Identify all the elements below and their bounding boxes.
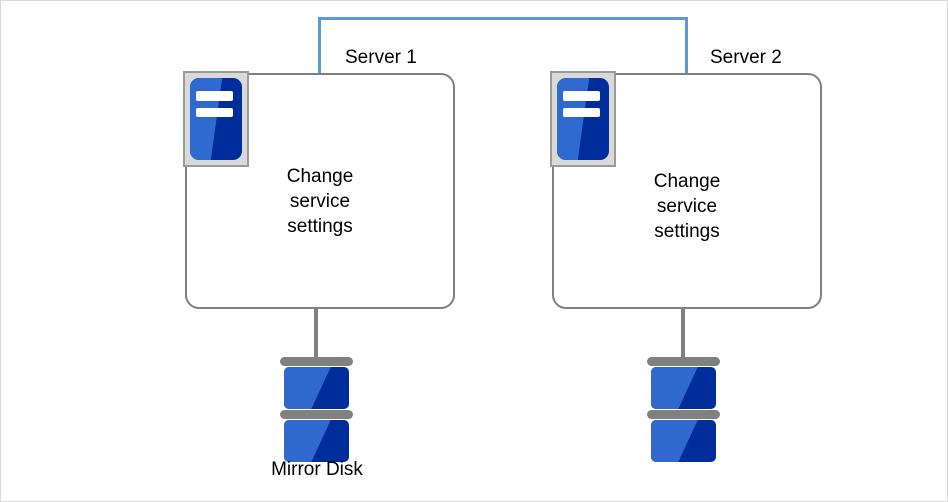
server-1-disk-connector [314,308,318,361]
disk-plate-lower-highlight [284,420,331,462]
disk-plate-upper [651,367,716,409]
mirror-disk-label: Mirror Disk [271,459,363,480]
mirror-disk-2-icon [647,357,720,462]
server-1-label: Server 1 [345,47,417,68]
disk-bar-top [280,357,353,366]
server-icon [183,71,249,167]
server-2-body-text: Change service settings [653,171,721,242]
disk-bar-middle [280,410,353,419]
server-2-disk-connector [681,308,685,361]
mirror-disk-1-icon [280,357,353,462]
server-icon-body [190,78,242,160]
disk-plate-lower-highlight [651,420,698,462]
server-icon-bar-top [563,91,600,101]
server-link-horizontal [318,17,688,20]
server-1-body-text: Change service settings [286,166,354,237]
server-icon-bar-bottom [196,107,233,118]
disk-plate-upper-highlight [284,367,331,409]
disk-bar-middle [647,410,720,419]
disk-bar-top [647,357,720,366]
server-icon-bar-bottom [563,107,600,118]
server-icon [550,71,616,167]
server-2-label: Server 2 [710,47,782,68]
server-link-right-leg [685,17,688,73]
server-icon-bar-top [196,91,233,101]
disk-plate-upper-highlight [651,367,698,409]
server-icon-body [557,78,609,160]
disk-plate-lower [651,420,716,462]
server-2-box[interactable] [552,73,822,309]
disk-plate-lower [284,420,349,462]
server-link-left-leg [318,17,321,73]
disk-plate-upper [284,367,349,409]
